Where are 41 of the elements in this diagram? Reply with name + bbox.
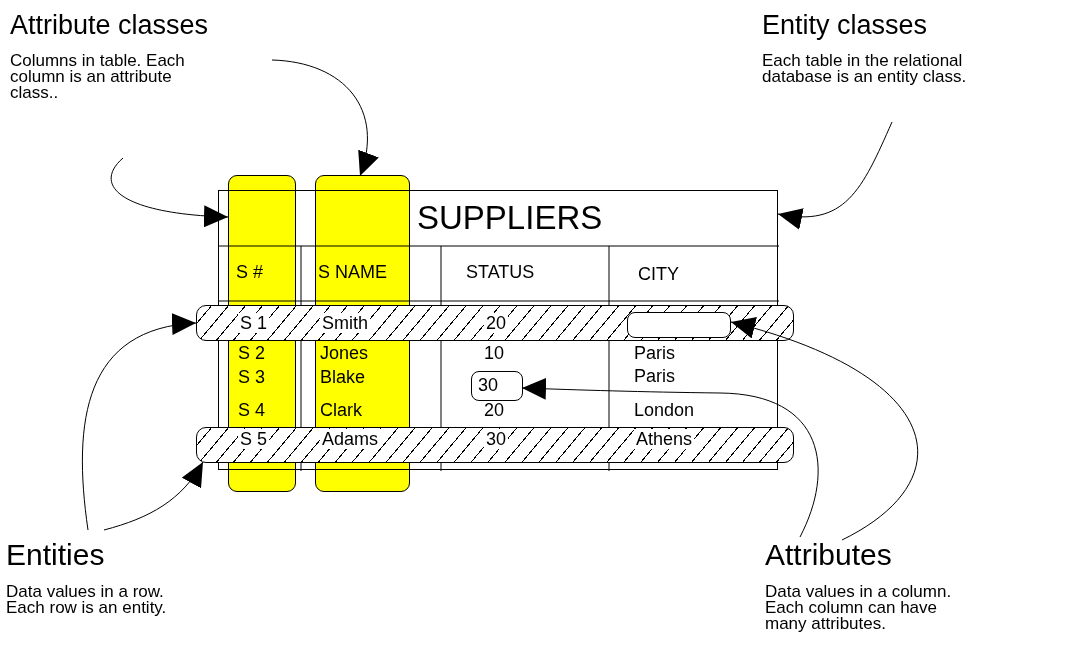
arrow xyxy=(103,461,204,531)
table-cell: S 4 xyxy=(238,400,266,420)
table-cell: Paris xyxy=(634,366,675,386)
column-header: CITY xyxy=(638,264,679,284)
arrow xyxy=(777,121,893,229)
callout-text: Data values in a row. Each row is an entity. xyxy=(6,584,168,616)
callout-heading: Attributes xyxy=(765,538,893,572)
table-cell: Athens xyxy=(634,429,695,449)
cell-highlight xyxy=(627,312,731,338)
table-cell: S 3 xyxy=(238,367,266,387)
column-header: STATUS xyxy=(466,262,535,282)
table-cell: S 2 xyxy=(238,343,266,363)
callout-heading: Attribute classes xyxy=(10,10,210,41)
table-cell: Adams xyxy=(320,429,381,449)
arrow xyxy=(110,157,229,227)
callout-heading: Entities xyxy=(6,538,106,572)
table-cell: 10 xyxy=(484,343,505,363)
callout-text: Each table in the relational database is an entity class. xyxy=(762,53,968,85)
callout-text: Data values in a column. Each column can have many attributes. xyxy=(765,584,953,632)
callout-text: Columns in table. Each column is an attribute class.. xyxy=(10,53,186,101)
arrow xyxy=(271,59,378,177)
arrow xyxy=(521,377,819,538)
arrow xyxy=(82,314,197,531)
table-cell: 30 xyxy=(478,375,499,396)
table-title: SUPPLIERS xyxy=(417,199,603,237)
table-cell: S 1 xyxy=(238,313,270,333)
column-header: S # xyxy=(236,262,264,282)
table-cell: S 5 xyxy=(238,429,270,449)
table-cell: 20 xyxy=(484,400,505,420)
table-cell: London xyxy=(634,400,695,420)
table-cell: Clark xyxy=(320,400,362,420)
table-cell: Paris xyxy=(634,343,675,363)
callout-heading: Entity classes xyxy=(762,10,929,41)
table-cell: Jones xyxy=(320,343,369,363)
table-cell: Blake xyxy=(320,367,366,387)
arrow xyxy=(730,318,919,541)
table-cell: Smith xyxy=(320,313,370,333)
table-cell: 20 xyxy=(484,313,509,333)
row-highlight xyxy=(196,305,794,341)
table-cell: 30 xyxy=(484,429,509,449)
column-header: S NAME xyxy=(318,262,387,282)
